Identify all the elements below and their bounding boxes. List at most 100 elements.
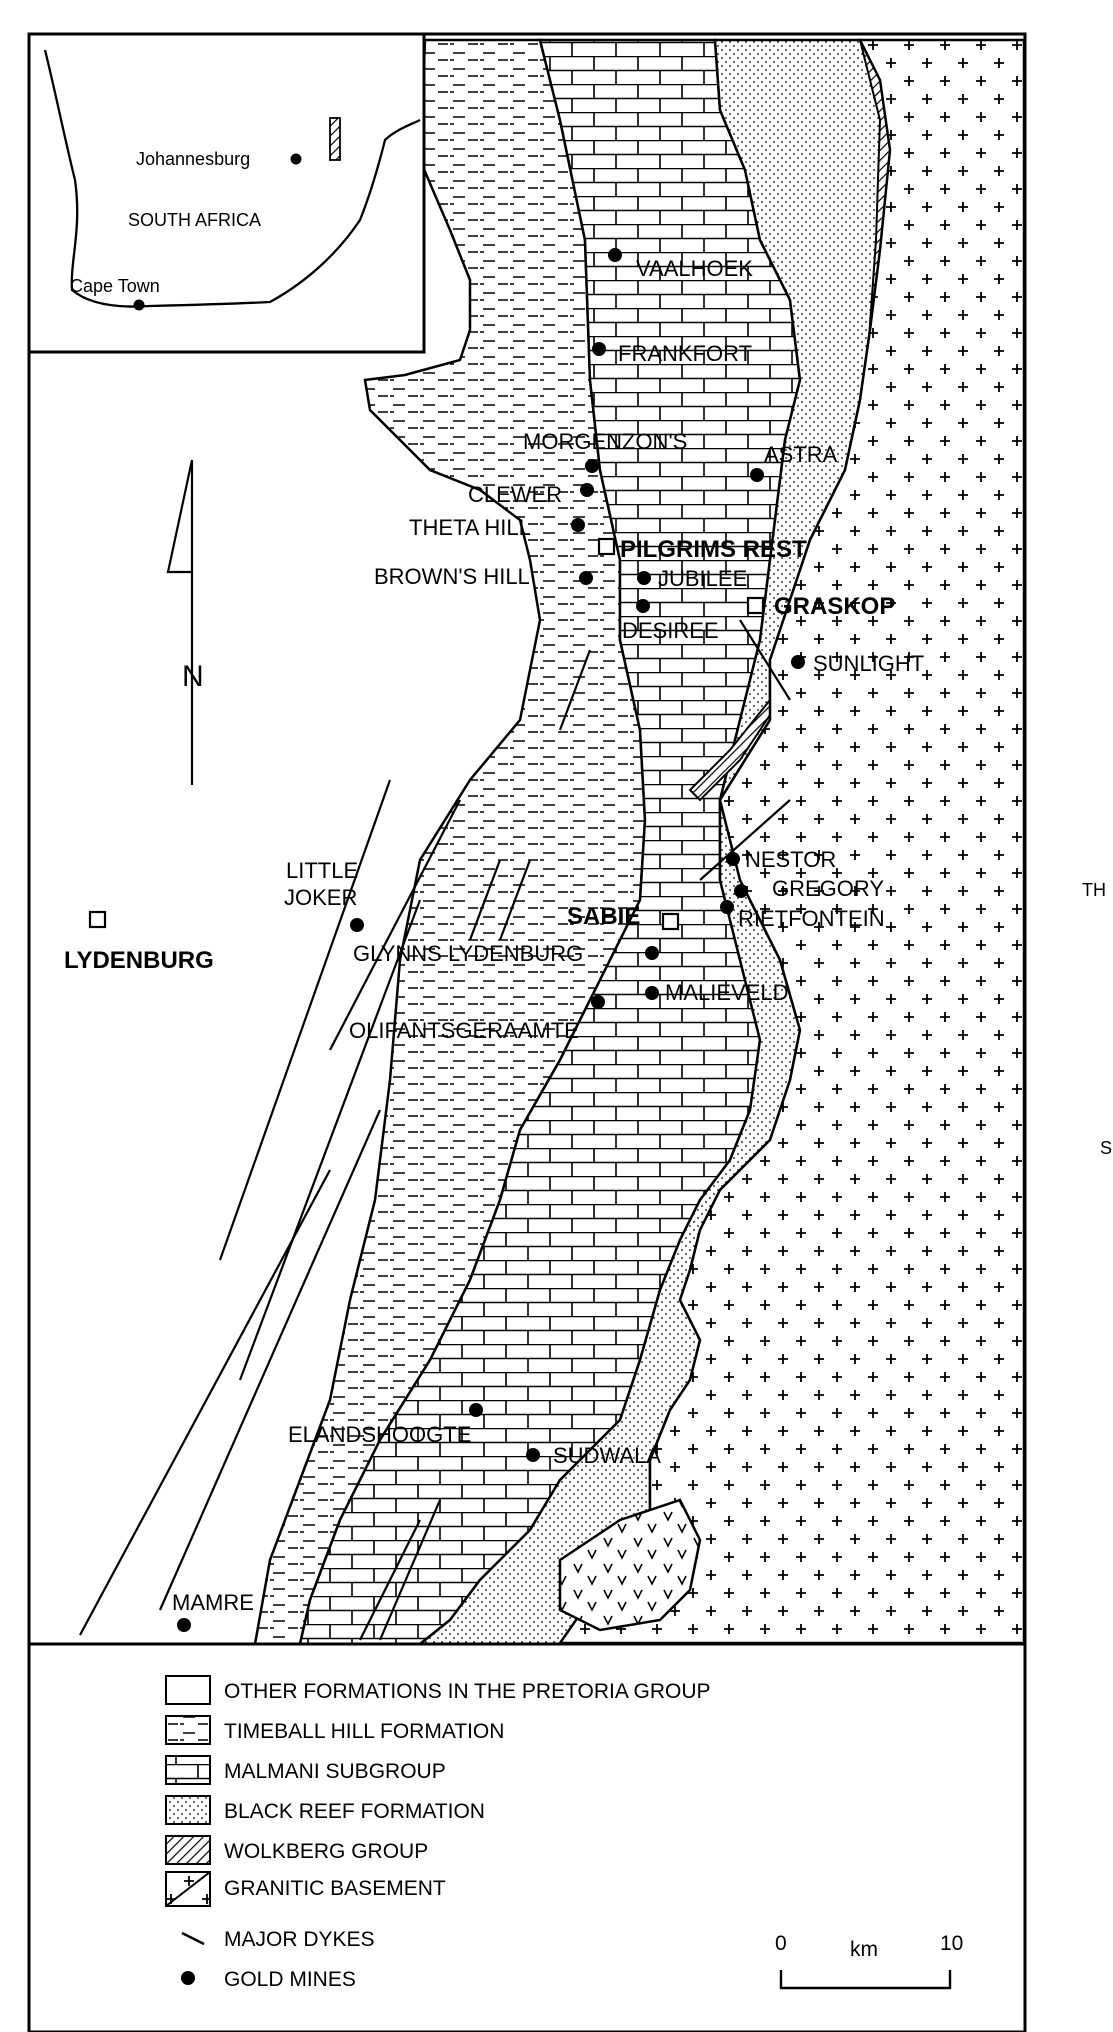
gold-mine-dot — [526, 1448, 540, 1462]
mine-frankfort: FRANKFORT — [618, 341, 752, 366]
legend-swatch-wolkberg — [165, 1835, 211, 1865]
inset-coastline — [43, 49, 421, 308]
mine-glynns-lydenburg: GLYNNS LYDENBURG — [353, 941, 583, 966]
legend-swatch-gold-mine — [181, 1971, 195, 1985]
legend-label: MAJOR DYKES — [224, 1928, 375, 1951]
legend-label: GRANITIC BASEMENT — [224, 1877, 446, 1900]
towns: PILGRIMS REST GRASKOP SABIE LYDENBURG — [64, 536, 895, 974]
mine-jubilee: JUBILEE — [658, 566, 747, 591]
dyke-line — [739, 619, 791, 701]
dyke-line — [329, 799, 461, 1051]
town-marker — [661, 912, 680, 931]
study-area-marker — [329, 117, 341, 161]
inset-cape-town-label: Cape Town — [70, 276, 160, 296]
legend-swatch-granitic-diagonal — [165, 1871, 211, 1907]
mine-theta-hill: THETA HILL — [409, 515, 531, 540]
gold-mine-dot — [645, 986, 659, 1000]
mine-rietfontein: RIETFONTEIN — [738, 906, 885, 931]
legend-swatch-malmani — [165, 1755, 211, 1785]
legend-label: TIMEBALL HILL FORMATION — [224, 1720, 504, 1743]
inset-country-label: SOUTH AFRICA — [128, 210, 261, 230]
north-arrow: N — [166, 459, 204, 785]
edge-fragment-lower: S — [1100, 1138, 1112, 1158]
mine-morgenzons: MORGENZON'S — [523, 429, 687, 454]
dyke-line — [699, 799, 791, 881]
legend-label: MALMANI SUBGROUP — [224, 1760, 446, 1783]
mine-olifantsgeraamte: OLIFANTSGERAAMTE — [349, 1018, 579, 1043]
mine-desiree: DESIREE — [622, 618, 719, 643]
scale-unit: km — [850, 1938, 878, 1961]
gold-mine-dot — [571, 518, 585, 532]
gold-mine-dot — [645, 946, 659, 960]
mine-clewer: CLEWER — [468, 482, 562, 507]
mine-sunlight: SUNLIGHT — [813, 651, 924, 676]
mine-little: LITTLE — [286, 858, 358, 883]
gold-mine-dot — [726, 852, 740, 866]
granitic-basement-v-zone — [558, 1498, 702, 1632]
town-graskop: GRASKOP — [774, 593, 895, 620]
gold-mine-dot — [580, 483, 594, 497]
edge-fragment-upper: TH — [1082, 880, 1106, 900]
gold-mine-dot — [720, 900, 734, 914]
gold-mine-dot — [177, 1618, 191, 1632]
town-marker — [88, 910, 107, 929]
gold-mine-dot — [791, 655, 805, 669]
gold-mine-dot — [350, 918, 364, 932]
mine-elandshoogte: ELANDSHOOGTE — [288, 1422, 471, 1447]
legend-label: OTHER FORMATIONS IN THE PRETORIA GROUP — [224, 1680, 711, 1703]
inset-frame — [27, 32, 426, 354]
gold-mine-dot — [637, 571, 651, 585]
legend-label: WOLKBERG GROUP — [224, 1840, 428, 1863]
town-pilgrims-rest: PILGRIMS REST — [620, 536, 807, 563]
town-sabie: SABIE — [567, 903, 640, 930]
town-marker — [746, 596, 765, 615]
dyke-line — [218, 779, 392, 1261]
dyke-line — [158, 1109, 382, 1611]
dyke-line — [79, 1169, 331, 1636]
north-arrow-label: N — [182, 660, 204, 693]
gold-mine-dot — [592, 342, 606, 356]
gold-mine-dot — [608, 248, 622, 262]
gold-mine-dot — [585, 459, 599, 473]
town-marker — [597, 537, 616, 556]
gold-mines: VAALHOEK FRANKFORT MORGENZON'S ASTRA CLE… — [172, 248, 924, 1632]
inset-city-dot — [290, 153, 302, 165]
mine-sudwala: SUDWALA — [553, 1443, 661, 1468]
legend-label: GOLD MINES — [224, 1968, 356, 1991]
town-lydenburg: LYDENBURG — [64, 947, 214, 974]
gold-mine-dot — [591, 995, 605, 1009]
dyke-line — [378, 1499, 442, 1641]
mine-gregory: GREGORY — [772, 876, 884, 901]
scale-bar: 0 km 10 — [775, 1932, 963, 1990]
inset-map: Johannesburg SOUTH AFRICA Cape Town — [27, 32, 426, 354]
dyke-line — [359, 1519, 421, 1641]
dyke-line — [468, 859, 502, 941]
scale-end: 10 — [940, 1932, 963, 1955]
mine-browns-hill: BROWN'S HILL — [374, 564, 530, 589]
gold-mine-dot — [734, 884, 748, 898]
mine-astra: ASTRA — [764, 442, 838, 467]
legend-swatch-other-formations — [165, 1675, 211, 1705]
gold-mine-dot — [636, 599, 650, 613]
legend-swatch-dyke — [181, 1931, 205, 1946]
legend-swatch-timeball-hill — [165, 1715, 211, 1745]
major-dykes — [79, 619, 791, 1641]
legend-swatch-black-reef — [165, 1795, 211, 1825]
mine-vaalhoek: VAALHOEK — [636, 256, 753, 281]
mine-mamre: MAMRE — [172, 1590, 254, 1615]
dyke-line — [238, 899, 422, 1381]
geology-units — [253, 38, 1026, 1646]
legend: OTHER FORMATIONS IN THE PRETORIA GROUP T… — [27, 1642, 1027, 2032]
gold-mine-dot — [579, 571, 593, 585]
mine-nestor: NESTOR — [745, 847, 836, 872]
dyke-line — [498, 859, 532, 941]
inset-city-dot — [133, 299, 145, 311]
scale-line — [779, 1970, 952, 1990]
dyke-line — [558, 649, 592, 731]
mine-malieveld: MALIEVELD — [665, 980, 789, 1005]
scale-start: 0 — [775, 1932, 787, 1955]
inset-johannesburg-label: Johannesburg — [136, 149, 250, 169]
gold-mine-dot — [750, 468, 764, 482]
mine-joker: JOKER — [284, 885, 357, 910]
